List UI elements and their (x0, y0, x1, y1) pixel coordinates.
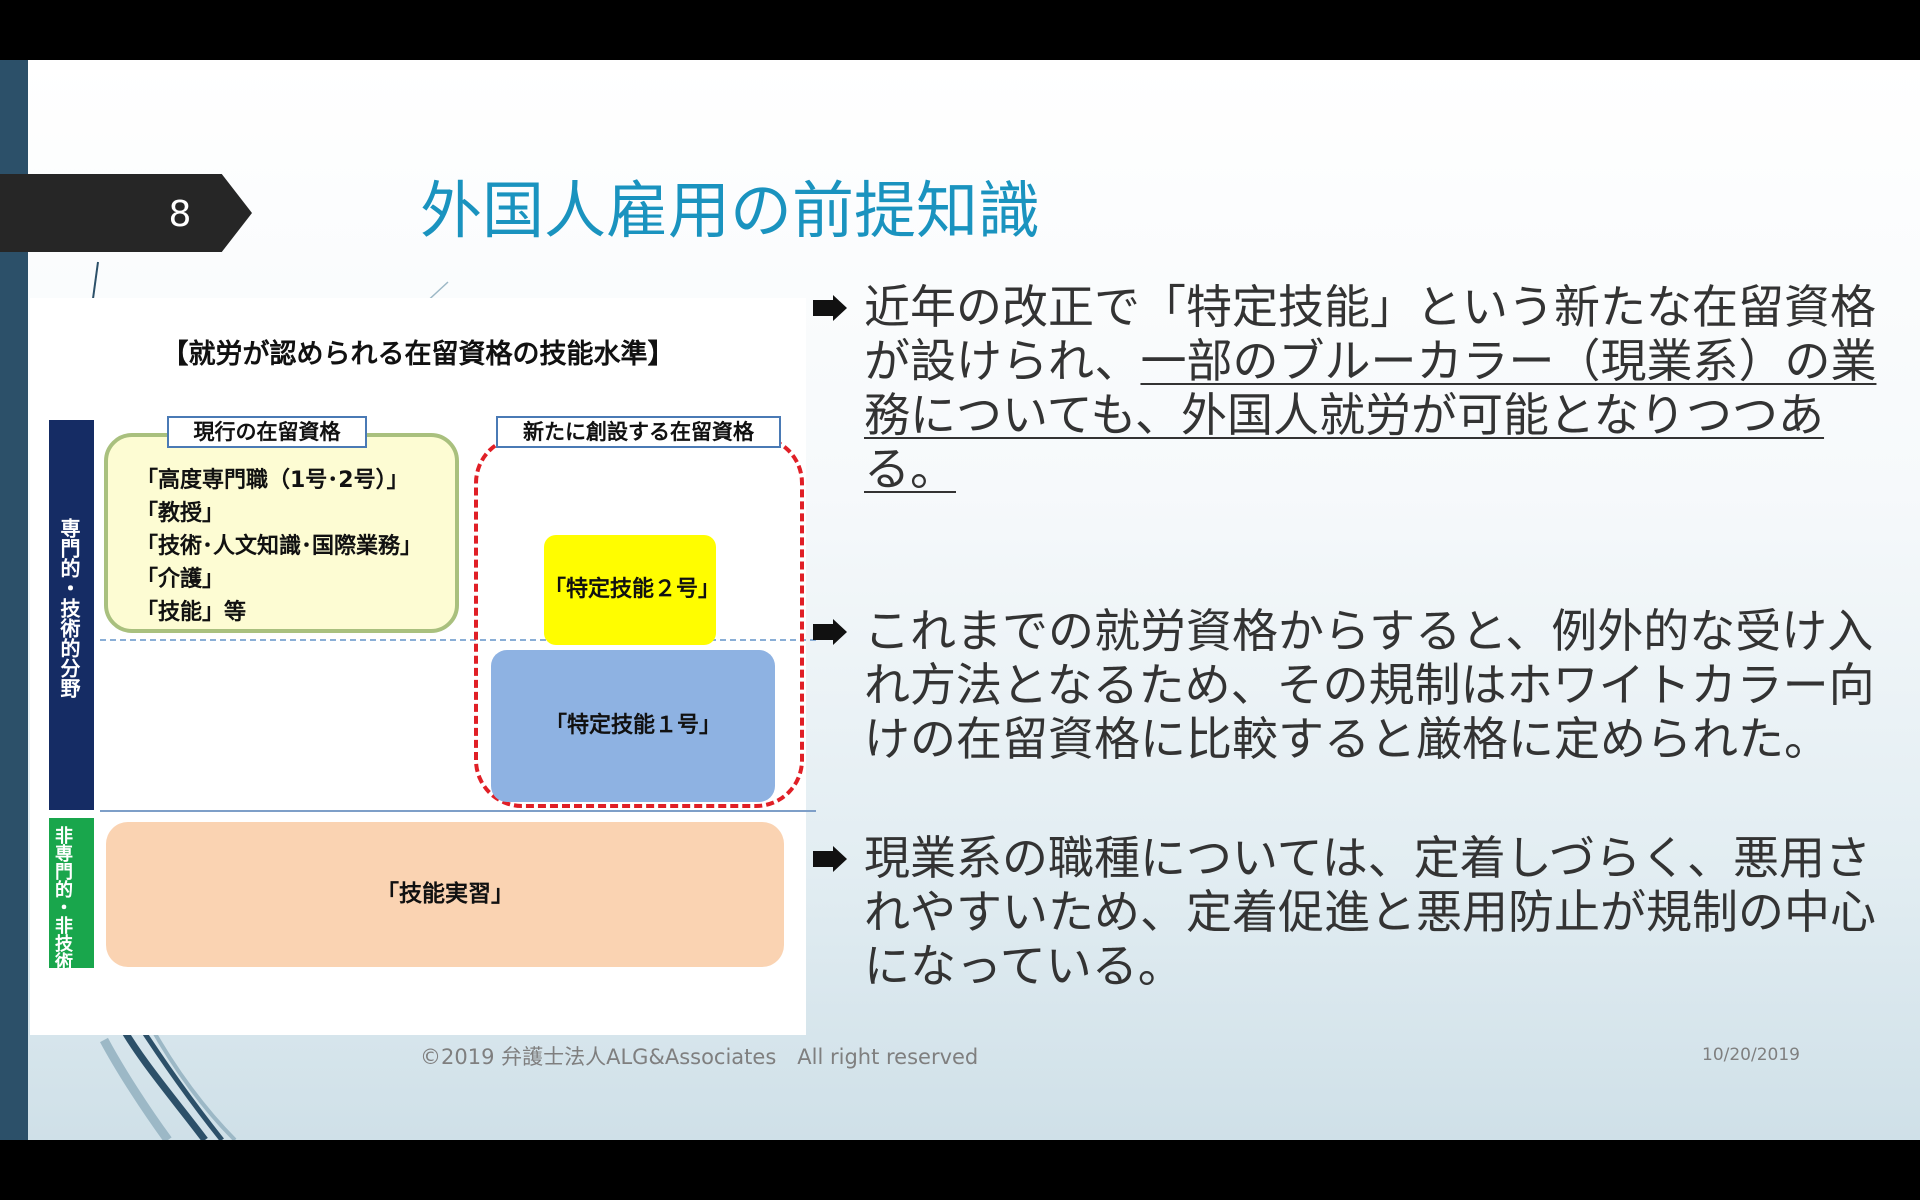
arrow-right-bullet-icon (813, 295, 847, 321)
arrow-right-bullet-icon (813, 846, 847, 872)
bullet-text-underlined: 一部のブルーカラー（現業系）の業務についても、外国人就労が可能となりつつある。 (864, 334, 1877, 496)
slide-title: 外国人雇用の前提知識 (420, 174, 1041, 247)
new-status-label: 新たに創設する在留資格 (496, 416, 781, 448)
skilled-field-label: 専門的・技術的分野 (57, 518, 81, 698)
technical-intern-box: 「技能実習」 (106, 822, 784, 967)
slide-number-banner (0, 174, 252, 252)
slide: 8 外国人雇用の前提知識 【就労が認められる在留資格の技能水準】 専門的・技術的… (0, 60, 1920, 1140)
unskilled-field-band (49, 818, 94, 968)
list-item: 「技術･人文知識･国際業務」 (136, 534, 423, 559)
skilled-field-band (49, 420, 94, 810)
slide-date: 10/20/2019 (1702, 1045, 1800, 1065)
slide-number: 8 (168, 194, 192, 235)
bullet-text: 現業系の職種については、定着しづらく、悪用されやすいため、定着促進と悪用防止が規… (864, 831, 1876, 993)
level-divider-solid (100, 810, 816, 812)
current-status-label: 現行の在留資格 (167, 416, 367, 448)
unskilled-field-label: 非専門的・非技術的分野 (52, 826, 73, 1024)
level-divider-dashed (100, 639, 816, 641)
current-status-list: 「高度専門職（1号･2号）」 「教授」 「技術･人文知識･国際業務」 「介護」 … (136, 464, 422, 629)
current-status-box (104, 433, 459, 633)
visa-skill-level-figure: 【就労が認められる在留資格の技能水準】 専門的・技術的分野 非専門的・非技術的分… (30, 298, 816, 1035)
bullet-text: 近年の改正で「特定技能」という新たな在留資格が設けられ、 (864, 280, 1876, 388)
figure-title: 【就労が認められる在留資格の技能水準】 (161, 339, 675, 370)
specified-skill-2-box: 「特定技能２号」 (544, 535, 720, 645)
arrow-right-bullet-icon (813, 619, 847, 645)
copyright-footer: ©2019 弁護士法人ALG&Associates All right rese… (420, 1045, 979, 1069)
list-item: 「高度専門職（1号･2号）」 (136, 468, 409, 493)
specified-skill-1-box: 「特定技能１号」 (491, 650, 775, 802)
list-item: 「技能」等 (136, 600, 247, 625)
list-item: 「教授」 (136, 501, 225, 526)
bullet-text: これまでの就労資格からすると、例外的な受け入れ方法となるため、その規制はホワイト… (864, 604, 1875, 766)
list-item: 「介護」 (136, 567, 225, 592)
